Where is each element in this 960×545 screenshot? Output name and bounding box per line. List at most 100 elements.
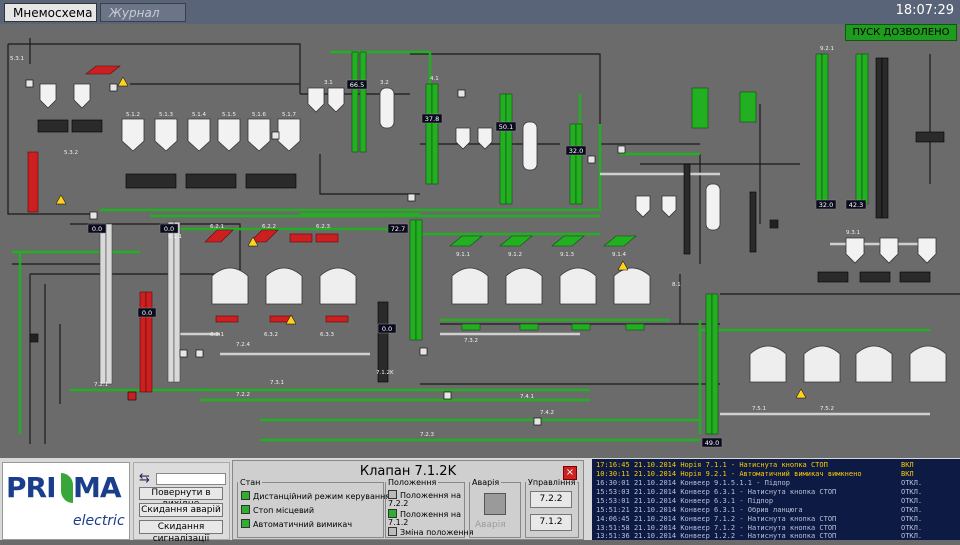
- log-row[interactable]: 10:30:11 21.10.2014 Норія 9.2.1 - Автома…: [596, 470, 914, 478]
- position-722: Положення на 7.2.2: [388, 490, 461, 508]
- label-v1: 5.1.2: [126, 112, 140, 118]
- label-r4: 7.3.1: [270, 380, 284, 386]
- control-group: Управління: [525, 478, 579, 538]
- conveyors-green: [449, 87, 757, 331]
- label-b2: 9.1.2: [508, 252, 522, 258]
- clock: 18:07:29: [895, 3, 954, 18]
- conveyors-red: [85, 65, 349, 323]
- equipment-labels: 5.3.1 5.3.2 6.1.1 3.1 3.2 4.1 5.1.2 5.1.…: [10, 46, 860, 438]
- pipes-idle: [170, 172, 930, 416]
- close-icon[interactable]: ×: [563, 466, 577, 480]
- value-e10: 0.0: [164, 225, 174, 233]
- label-v6: 5.1.7: [282, 112, 296, 118]
- value-e5: 50.1: [499, 123, 513, 131]
- label-r12: 8.1: [672, 282, 681, 288]
- silos-bottom: [211, 267, 947, 383]
- state-led-icon: [241, 519, 250, 528]
- valve-panel-title: Клапан 7.1.2K: [359, 464, 457, 479]
- reset-controls: ⇆ Повернути в вихідне Скидання аварій Ск…: [133, 462, 230, 544]
- value-e2: 0.0: [142, 309, 152, 317]
- reset-alarms-button[interactable]: Скидання аварій: [139, 503, 223, 517]
- label-v4: 5.1.5: [222, 112, 236, 118]
- state-legend: Стан: [240, 478, 261, 487]
- position-group: Положення: [385, 478, 465, 538]
- position-legend: Положення: [388, 478, 437, 487]
- label-s1: 5.3.1: [10, 56, 24, 62]
- position-led-icon: [388, 527, 397, 536]
- logo-sub: electric: [73, 513, 125, 529]
- log-row[interactable]: 16:30:01 21.10.2014 Конвеєр 9.1.5.1.1 - …: [596, 479, 923, 487]
- value-e3: 66.5: [350, 81, 364, 89]
- label-a3: 6.2.3: [316, 224, 330, 230]
- prisma-logo: PRI MA electric: [2, 462, 130, 540]
- state-local-stop: Стоп місцевий: [241, 505, 314, 515]
- move-712-button[interactable]: 7.1.2: [530, 514, 572, 531]
- move-722-button[interactable]: 7.2.2: [530, 491, 572, 508]
- label-v5: 5.1.6: [252, 112, 266, 118]
- label-a5: 6.3.2: [264, 332, 278, 338]
- log-row[interactable]: 13:51:58 21.10.2014 Конвеєр 7.1.2 - Нати…: [596, 524, 923, 532]
- position-change: Зміна положення: [388, 527, 474, 537]
- label-r11: 7.3.2: [464, 338, 478, 344]
- label-a1: 6.2.1: [210, 224, 224, 230]
- log-row[interactable]: 13:51:36 21.10.2014 Конвеєр 1.2.2 - Нати…: [596, 532, 923, 540]
- label-v3: 5.1.4: [192, 112, 206, 118]
- state-led-icon: [241, 505, 250, 514]
- mnemonic-diagram: 5.3.1 5.3.2 6.1.1 3.1 3.2 4.1 5.1.2 5.1.…: [7, 38, 960, 448]
- alarm-lamp: [484, 493, 506, 515]
- label-s3: 6.1.1: [168, 234, 182, 240]
- tab-mnemo[interactable]: Мнемосхема: [4, 3, 97, 22]
- state-led-icon: [241, 491, 250, 500]
- value-e11: 0.0: [382, 325, 392, 333]
- state-breaker: Автоматичний вимикач: [241, 519, 352, 529]
- control-legend: Управління: [528, 478, 576, 487]
- reset-tool-icon: ⇆: [139, 471, 150, 486]
- event-log: 17:16:45 21.10.2014 Норія 7.1.1 - Натисн…: [592, 459, 960, 540]
- label-a4: 6.3.1: [210, 332, 224, 338]
- log-row[interactable]: 15:53:03 21.10.2014 Конвеєр 6.3.1 - Нати…: [596, 488, 923, 496]
- label-s6: 4.1: [430, 76, 439, 82]
- return-initial-button[interactable]: Повернути в вихідне: [139, 487, 223, 509]
- logo-mark: PRI MA: [6, 471, 122, 504]
- label-r8: 7.5.1: [752, 406, 766, 412]
- reset-signals-button[interactable]: Скидання сигналізації: [139, 520, 223, 544]
- value-displays: 0.0 0.0 66.5 37.8 50.1 32.0 32.0 42.3 72…: [87, 79, 867, 448]
- position-led-icon: [388, 509, 397, 518]
- label-s2: 5.3.2: [64, 150, 78, 156]
- label-r2: 7.2.2: [236, 392, 250, 398]
- label-r5: 7.4.1: [520, 394, 534, 400]
- label-b1: 9.1.1: [456, 252, 470, 258]
- top-bar: Мнемосхема Журнал 18:07:29: [0, 0, 960, 24]
- log-row[interactable]: 17:16:45 21.10.2014 Норія 7.1.1 - Натисн…: [596, 461, 914, 469]
- reset-input[interactable]: [156, 473, 226, 485]
- value-e7: 32.0: [819, 201, 833, 209]
- label-r10: 7.2.4: [236, 342, 250, 348]
- wagons: [37, 119, 945, 283]
- pipes-active: [12, 50, 930, 442]
- alarm-legend: Аварія: [472, 478, 500, 487]
- position-led-icon: [388, 490, 397, 499]
- silos-top: [39, 83, 937, 264]
- value-e6: 32.0: [569, 147, 583, 155]
- label-s5: 3.2: [380, 80, 389, 86]
- label-r1: 7.2.1: [94, 382, 108, 388]
- alarm-group: Аварія: [469, 478, 521, 538]
- log-row[interactable]: 15:53:01 21.10.2014 Конвеєр 6.3.1 - Підп…: [596, 497, 923, 505]
- label-r6: 7.4.2: [540, 410, 554, 416]
- label-s4: 3.1: [324, 80, 333, 86]
- value-e12: 49.0: [705, 439, 719, 447]
- value-e1: 0.0: [92, 225, 102, 233]
- label-b6: 9.3.1: [846, 230, 860, 236]
- state-remote: Дистанційний режим керування: [241, 491, 390, 501]
- log-row[interactable]: 14:06:45 21.10.2014 Конвеєр 7.1.2 - Нати…: [596, 515, 923, 523]
- valve-panel: Клапан 7.1.2K × Стан Дистанційний режим …: [232, 460, 584, 540]
- value-e8: 42.3: [849, 201, 863, 209]
- label-b5: 9.2.1: [820, 46, 834, 52]
- warning-markers: [55, 76, 807, 399]
- tab-journal[interactable]: Журнал: [100, 3, 186, 22]
- log-row[interactable]: 15:51:21 21.10.2014 Конвеєр 6.3.1 - Обри…: [596, 506, 923, 514]
- value-e9: 72.7: [391, 225, 405, 233]
- status-banner: ПУСК ДОЗВОЛЕНО: [845, 24, 957, 41]
- valves[interactable]: [25, 79, 779, 426]
- elevators: [27, 51, 889, 435]
